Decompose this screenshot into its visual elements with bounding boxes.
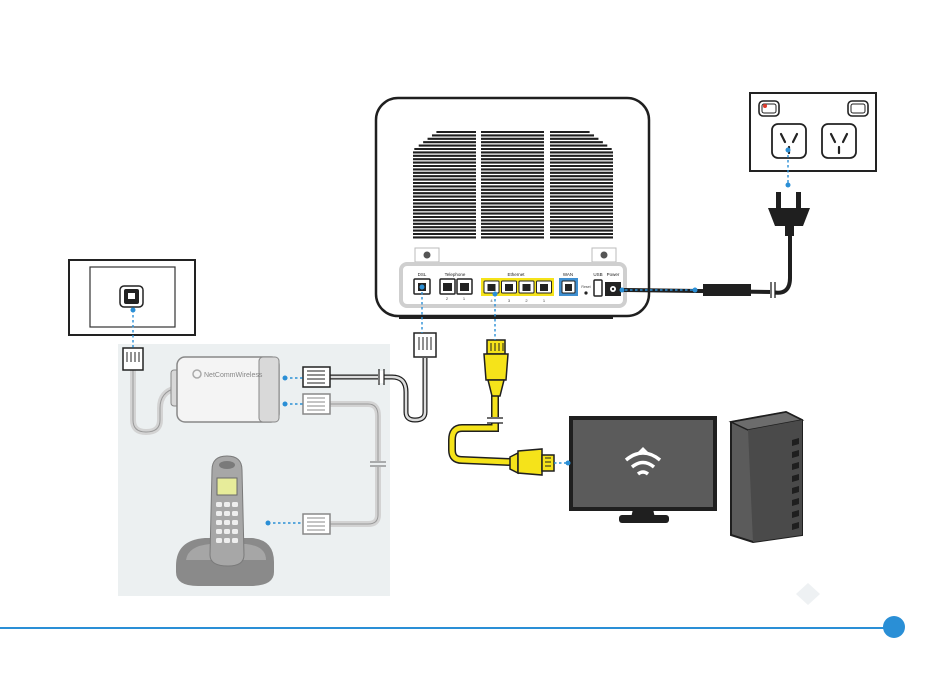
ethernet-port-socket	[488, 284, 496, 291]
screw-icon-right	[592, 248, 616, 262]
rj11-plug-filter-modem	[303, 367, 330, 387]
adsl-filter: NetCommWireless	[171, 357, 279, 422]
wall-phone-socket	[69, 260, 195, 335]
page-marker-dot	[883, 616, 905, 638]
diamond-watermark-icon	[796, 583, 820, 605]
usb-port	[594, 280, 602, 296]
rj11-plug-wall	[123, 348, 143, 370]
power-port-label: Power	[607, 272, 620, 277]
computer-monitor	[571, 418, 715, 523]
keypad-key	[224, 511, 230, 516]
pc-tower	[731, 412, 802, 542]
dsl-port-label: DSL	[418, 272, 427, 277]
keypad-key	[232, 502, 238, 507]
ethernet-port-socket	[540, 284, 548, 291]
keypad-key	[224, 502, 230, 507]
rj45-plug-router	[484, 340, 508, 396]
keypad-key	[216, 511, 222, 516]
rj11-plug-phone	[303, 514, 330, 534]
keypad-key	[224, 520, 230, 525]
wan-port-label: WAN	[563, 272, 573, 277]
filter-brand-label: NetCommWireless	[204, 372, 263, 379]
reset-button	[584, 291, 587, 294]
rj45-plug-computer	[510, 449, 554, 475]
keypad-key	[232, 520, 238, 525]
keypad-key	[232, 529, 238, 534]
ethernet-port-label: Ethernet	[507, 272, 525, 277]
telephone-port-label: Telephone	[445, 272, 466, 277]
rj11-plug-filter-phone	[303, 394, 330, 414]
keypad-key	[224, 529, 230, 534]
keypad-key	[216, 529, 222, 534]
keypad-key	[232, 538, 238, 543]
ethernet-port-socket	[523, 284, 531, 291]
usb-port-label: USB	[593, 272, 602, 277]
keypad-key	[216, 502, 222, 507]
screw-icon-left	[415, 248, 439, 262]
phone-screen	[217, 478, 237, 495]
power-outlet	[750, 93, 876, 171]
reset-label: Reset	[581, 285, 590, 289]
rj11-plug-router	[414, 333, 436, 357]
keypad-key	[216, 520, 222, 525]
keypad-key	[224, 538, 230, 543]
ethernet-port-socket	[505, 284, 513, 291]
keypad-key	[216, 538, 222, 543]
keypad-key	[232, 511, 238, 516]
